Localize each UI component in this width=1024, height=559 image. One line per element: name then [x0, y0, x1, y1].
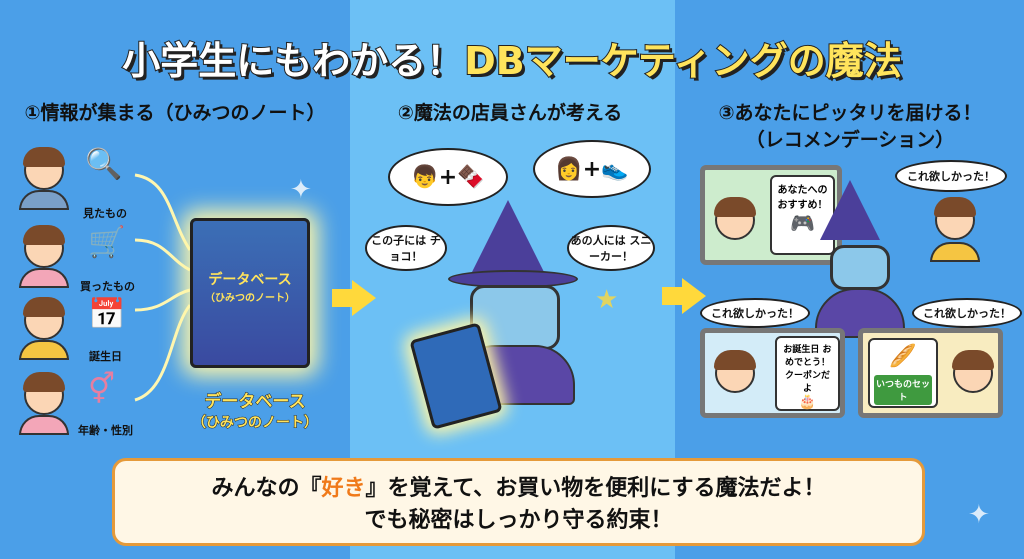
sparkle-icon: ✦ [290, 175, 312, 205]
plus-sign: + [582, 156, 602, 182]
grocery-panel: 🥖 いつものセット [868, 338, 938, 408]
reaction-bubble: これ欲しかった！ [700, 298, 810, 328]
wizard-hat [820, 180, 880, 240]
recommend-text: あなたへの おすすめ！ [777, 185, 828, 211]
avatar [714, 350, 756, 393]
caption-title: データベース [204, 392, 306, 413]
arrow-right-icon [332, 280, 376, 316]
robot-wizard [830, 245, 890, 290]
avatar [23, 372, 65, 415]
title-part1: 小学生にもわかる！ [121, 38, 465, 84]
summary-line1: みんなの『好き』を覚えて、お買い物を便利にする魔法だよ！ [115, 473, 922, 505]
item-label: 見たもの [83, 207, 127, 220]
summary-highlight: 好き [321, 476, 366, 501]
boy-face-icon: 👦 [411, 164, 439, 190]
sparkle-icon: ✦ [968, 500, 990, 530]
thought-bubble-chocolate: 👦+🍫 [388, 148, 508, 206]
robot-wizard [470, 285, 560, 350]
summary-callout: みんなの『好き』を覚えて、お買い物を便利にする魔法だよ！ でも秘密はしっかり守る… [112, 458, 925, 546]
step3-title: ③あなたにピッタリを届ける！ [718, 102, 982, 124]
item-label: 年齢・性別 [78, 424, 133, 437]
speech-bubble-sneaker: あの人には スニーカー！ [567, 225, 655, 271]
calendar-icon: 📅 [88, 297, 126, 332]
birthday-panel: お誕生日 おめでとう！ クーポンだよ🎂 [775, 336, 840, 411]
flow-lines [134, 173, 192, 402]
magnifier-icon: 🔍 [85, 147, 123, 182]
database-caption: データベース （ひみつのノート） [180, 387, 330, 432]
woman-face-icon: 👩 [555, 156, 583, 182]
title-part2: DBマーケティングの魔法 [463, 38, 902, 84]
monitor-groceries: 🥖 いつものセット [858, 328, 1003, 418]
step3-heading: ③あなたにピッタリを届ける！ （レコメンデーション） [680, 98, 1020, 152]
item-label: 買ったもの [80, 280, 135, 293]
monitor-birthday: お誕生日 おめでとう！ クーポンだよ🎂 [700, 328, 845, 418]
page-title: 小学生にもわかる！DBマーケティングの魔法 [0, 30, 1024, 85]
usual-set-button[interactable]: いつものセット [874, 375, 932, 405]
magic-wand-star-icon: ★ [595, 285, 619, 315]
step1-heading: ①情報が集まる（ひみつのノート） [24, 102, 326, 124]
plus-sign: + [438, 164, 458, 190]
summary-text: みんなの『 [211, 476, 322, 501]
avatar [952, 350, 994, 393]
avatar [23, 147, 65, 190]
gender-icon: ⚥ [88, 372, 116, 407]
avatar [23, 297, 65, 340]
avatar [23, 225, 65, 268]
avatar [714, 197, 756, 240]
birthday-text: お誕生日 おめでとう！ クーポンだよ [783, 345, 832, 394]
notebook-subtitle: （ひみつのノート） [205, 293, 295, 304]
step3-subtitle: （レコメンデーション） [745, 129, 955, 151]
speech-bubble-choco: この子には チョコ！ [365, 225, 447, 271]
chocolate-icon: 🍫 [457, 164, 485, 190]
summary-line2: でも秘密はしっかり守る約束！ [364, 508, 673, 533]
thought-bubble-sneaker: 👩+👟 [533, 140, 651, 198]
item-label: 誕生日 [89, 350, 122, 363]
database-notebook: データベース （ひみつのノート） [190, 218, 310, 368]
step2-heading: ②魔法の店員さんが考える [397, 102, 623, 124]
reaction-bubble: これ欲しかった！ [895, 160, 1007, 192]
sneaker-icon: 👟 [601, 156, 629, 182]
avatar [934, 197, 976, 240]
cake-icon: 🎂 [798, 394, 817, 410]
wizard-hat [468, 200, 548, 280]
grocery-box-icon: 🥖 [889, 344, 917, 369]
reaction-bubble: これ欲しかった！ [912, 298, 1022, 328]
notebook-title: データベース [208, 272, 292, 288]
caption-subtitle: （ひみつのノート） [192, 415, 319, 432]
game-controller-icon: 🎮 [790, 211, 815, 235]
monitor-recommendation: あなたへの おすすめ！🎮 [700, 165, 842, 265]
summary-text: 』を覚えて、お買い物を便利にする魔法だよ！ [365, 476, 826, 501]
cart-icon: 🛒 [88, 225, 126, 260]
